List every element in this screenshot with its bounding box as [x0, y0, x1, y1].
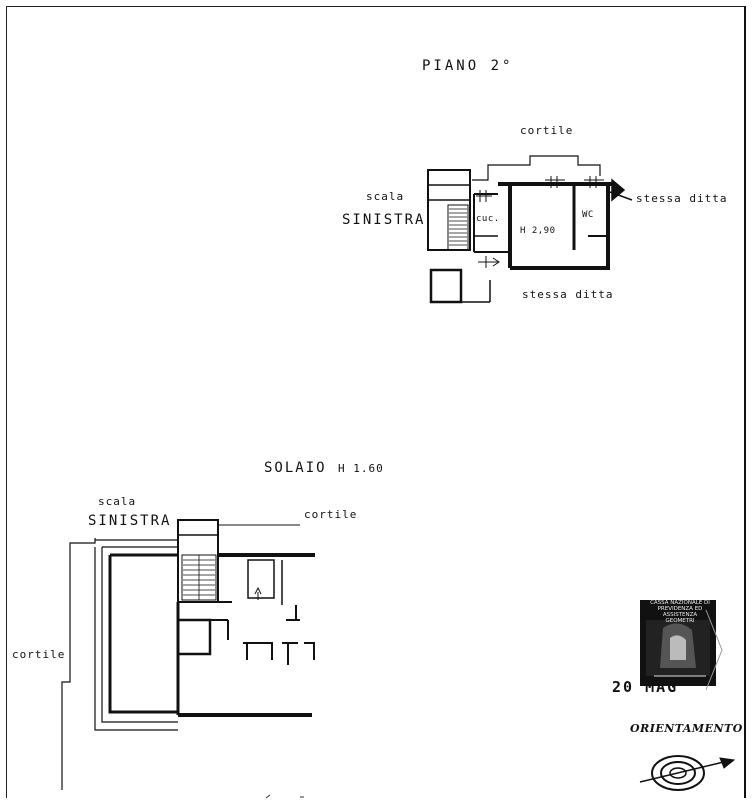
orientation-label: ORIENTAMENTO: [630, 722, 743, 735]
attic-stair-side: SINISTRA: [88, 513, 172, 529]
attic-courtyard-left-label: cortile: [12, 648, 66, 661]
upper-hatched-wall: [609, 178, 633, 202]
attic-stair-caption: scala: [98, 495, 137, 508]
sheet-frame: [6, 6, 746, 798]
stamp-line-1: CASSA NAZIONALE DI: [650, 600, 710, 606]
upper-floor-title: PIANO 2°: [422, 58, 514, 74]
stamp-date: 20 MAG: [612, 678, 679, 696]
upper-stair-side: SINISTRA: [342, 212, 426, 228]
upper-stair-caption: scala: [366, 190, 405, 203]
attic-partition-marks: [243, 642, 315, 665]
attic-plan: [61, 519, 315, 790]
room-height-label: H 2,90: [520, 226, 556, 236]
upper-same-owner-right: stessa ditta: [636, 192, 728, 205]
kitchen-label: cuc.: [476, 214, 500, 224]
stamp-line-2: PREVIDENZA ED ASSISTENZA: [657, 606, 703, 618]
stamp-line-3: GEOMETRI: [665, 618, 695, 624]
upper-courtyard-label: cortile: [520, 124, 574, 137]
compass-symbol: [639, 755, 736, 791]
attic-height-label: H 1.60: [338, 462, 384, 475]
stamp-text: CASSA NAZIONALE DI PREVIDENZA ED ASSISTE…: [644, 600, 716, 624]
upper-courtyard-outline: [472, 155, 601, 181]
upper-floor-plan: [427, 155, 633, 304]
stamp-graphic: [640, 600, 723, 691]
upper-staircase: [427, 169, 491, 304]
scan-marks: [265, 794, 304, 799]
attic-staircase: [177, 519, 219, 603]
attic-courtyard-top-label: cortile: [304, 508, 358, 521]
attic-courtyard-outline: [61, 538, 96, 790]
upper-same-owner-bottom: stessa ditta: [522, 288, 614, 301]
upper-entrance-arrow: [478, 256, 500, 268]
attic-title: SOLAIO: [264, 460, 327, 476]
upper-windows: [476, 176, 604, 202]
bathroom-label: WC: [582, 210, 594, 220]
